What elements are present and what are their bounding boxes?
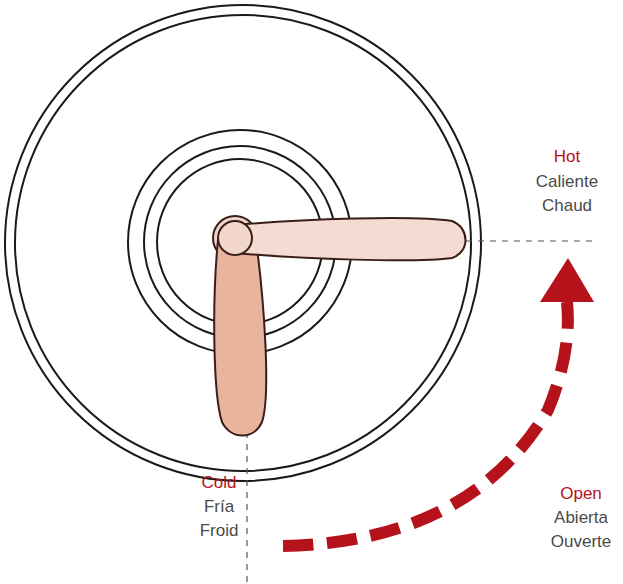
cold-handle-position xyxy=(214,240,266,436)
hot-handle-position xyxy=(236,218,466,260)
translation-label: Ouverte xyxy=(551,532,611,552)
outer-trim-ring xyxy=(5,5,481,481)
translation-label: Caliente xyxy=(536,172,598,192)
handle-hub-cap xyxy=(218,221,252,255)
arrow-head xyxy=(540,258,594,302)
position-label: Cold xyxy=(202,473,237,493)
position-label: Open xyxy=(560,484,602,504)
translation-label: Froid xyxy=(200,521,239,541)
translation-label: Chaud xyxy=(542,196,592,216)
inner-trim-ring xyxy=(15,15,471,471)
open-direction-arrow xyxy=(283,302,568,546)
translation-label: Fría xyxy=(204,497,234,517)
translation-label: Abierta xyxy=(554,508,608,528)
position-label: Hot xyxy=(554,147,580,167)
